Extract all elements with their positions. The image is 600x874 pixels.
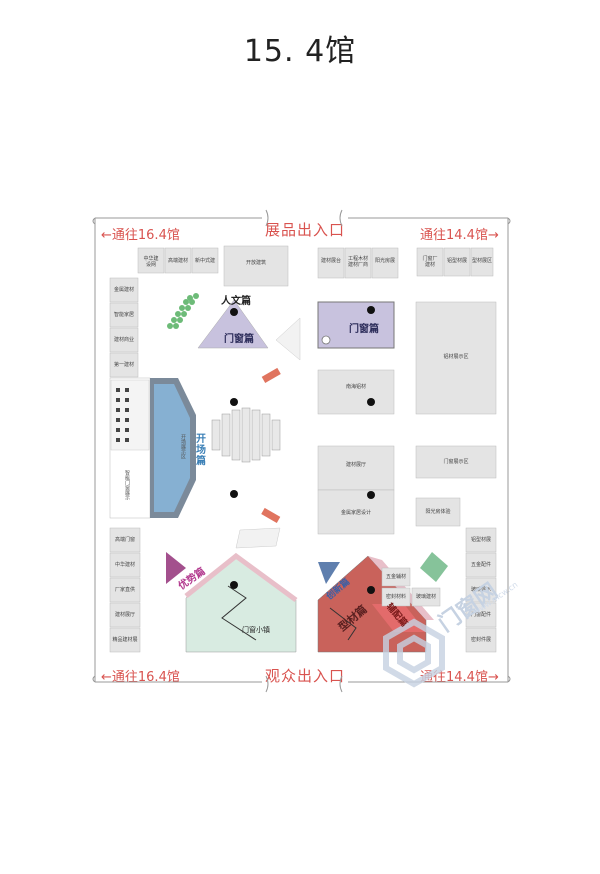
booth-top-right-2: 工程木材 建材厂商 xyxy=(347,256,368,268)
top-mid-booth xyxy=(223,245,289,287)
booth-far-right-3: 型材展区 xyxy=(471,258,492,264)
zone-label-renwen: 人文篇 xyxy=(221,296,251,307)
booth-right-col-4: 门窗配件 xyxy=(470,612,491,618)
booth-right-mid: 门窗展示区 xyxy=(443,459,469,465)
stage-side-label: 开场展示区 xyxy=(180,434,186,459)
booth-top-mid: 开放建筑 xyxy=(245,260,266,266)
booth-left-col-2: 智能家居 xyxy=(113,312,134,318)
zone-label-menchuang-xiaozhen: 门窗小镇 xyxy=(242,626,270,634)
booth-mid-right-2: 建材展厅 xyxy=(345,462,366,468)
right-small-block xyxy=(415,497,461,527)
hall-outline xyxy=(92,209,511,693)
top-right-booth-row xyxy=(317,247,399,279)
direction-top-left: ←通往16.4馆 xyxy=(101,228,180,243)
booth-left-lower-5: 精品建材展 xyxy=(112,637,138,643)
booth-right-col-5: 密封件展 xyxy=(470,637,491,643)
booth-bottom-right-grid-3: 玻璃建材 xyxy=(415,594,436,600)
stage-side-booths xyxy=(116,388,129,442)
visitor-entrance-label: 观众出入口 xyxy=(265,667,346,685)
booth-bottom-right-grid-1: 五金辅材 xyxy=(385,574,406,580)
right-menchuang-pillar xyxy=(367,306,375,314)
diagonal-guide-top xyxy=(275,317,301,361)
left-stage-text: 智能门窗展示 xyxy=(124,470,130,500)
left-stage-area xyxy=(109,377,196,519)
watermark-logo-icon xyxy=(383,618,445,688)
chuangxin-triangle xyxy=(318,562,340,584)
central-pillar-bottom xyxy=(230,490,238,498)
right-mid-block xyxy=(415,445,497,479)
left-column-lower-booths xyxy=(109,527,141,653)
mid-right-block-3 xyxy=(317,489,395,535)
diagonal-guide-bottom xyxy=(235,527,281,549)
booth-right-col-2: 五金配件 xyxy=(470,562,491,568)
booth-right-small: 阳光房体验 xyxy=(425,509,451,515)
green-diamond xyxy=(420,552,448,582)
booth-right-big: 铝材展示区 xyxy=(443,354,469,360)
booth-left-col-3: 建材商业 xyxy=(113,337,134,343)
mid-right-pillar-2 xyxy=(367,491,375,499)
green-hex-chain xyxy=(167,293,199,329)
mid-right-block-2 xyxy=(317,445,395,491)
booth-bottom-right-grid-2: 密封材料 xyxy=(385,594,406,600)
left-column-booths xyxy=(109,277,139,378)
mid-right-block-1 xyxy=(317,369,395,415)
booth-mid-right-1: 南海铝材 xyxy=(345,384,366,390)
youshi-triangle xyxy=(166,552,186,584)
direction-bottom-right: 通往14.4馆→ xyxy=(420,670,499,685)
booth-left-lower-1: 高端门窗 xyxy=(114,537,135,543)
right-big-block xyxy=(415,301,497,415)
booth-top-right-3: 阳光房展 xyxy=(374,258,395,264)
zone-label-menchuang-right: 门窗篇 xyxy=(349,324,379,335)
direction-top-right: 通往14.4馆→ xyxy=(420,228,499,243)
top-left-booth-row xyxy=(137,247,219,274)
booth-top-right-1: 建材展台 xyxy=(320,258,341,264)
right-menchuang-logo xyxy=(321,335,331,345)
renwen-pillar xyxy=(230,308,238,316)
mid-right-pillar-1 xyxy=(367,398,375,406)
xincai-pillar xyxy=(367,586,375,594)
direction-bottom-left: ←通往16.4馆 xyxy=(101,670,180,685)
zone-label-kaichang: 开场篇 xyxy=(196,434,206,467)
right-column-lower-booths xyxy=(465,527,497,653)
orange-tag-lower xyxy=(261,507,281,523)
booth-right-col-3: 玻璃展示 xyxy=(470,587,491,593)
menchuang-xiaozhen-pillar xyxy=(230,581,238,589)
exhibit-entrance-label: 展品出入口 xyxy=(265,221,346,239)
booth-left-lower-2: 中华建材 xyxy=(114,562,135,568)
right-menchuang-zone xyxy=(317,301,395,349)
booth-far-right-2: 铝型材展 xyxy=(446,258,467,264)
far-right-booth-row xyxy=(416,247,494,277)
menchuang-xiaozhen-wall xyxy=(221,585,257,641)
booth-left-lower-3: 厂家直供 xyxy=(114,587,135,593)
booth-far-right-1: 门窗厂 建材 xyxy=(422,256,438,268)
booth-left-col-1: 金属建材 xyxy=(113,287,134,293)
orange-tag-upper xyxy=(261,367,281,383)
booth-left-lower-4: 建材展厅 xyxy=(114,612,135,618)
central-stage-rows xyxy=(211,407,281,463)
menchuang-xiaozhen-edge xyxy=(184,552,298,603)
page-title: 15. 4馆 xyxy=(243,34,357,69)
central-pillar-top xyxy=(230,398,238,406)
booth-top-left-3: 新中式建 xyxy=(194,258,215,264)
zone-label-menchuang-left: 门窗篇 xyxy=(224,334,254,345)
booth-mid-right-3: 金属家居设计 xyxy=(340,510,371,516)
bottom-right-grid xyxy=(381,567,441,607)
xincai-wall xyxy=(329,607,357,641)
booth-right-col-1: 铝型材展 xyxy=(470,537,491,543)
booth-left-col-4: 第一建材 xyxy=(113,362,134,368)
booth-top-left-1: 中华建 设网 xyxy=(143,256,159,268)
booth-top-left-2: 高端建材 xyxy=(167,258,188,264)
renwen-zone-shape xyxy=(197,299,269,349)
